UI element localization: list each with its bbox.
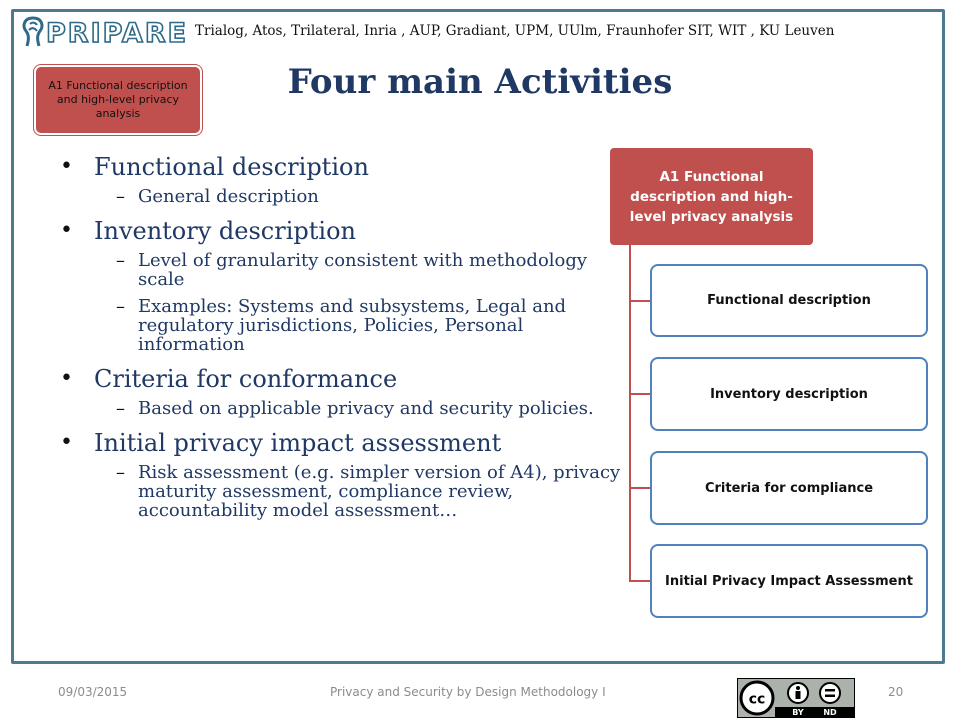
activity-badge: A1 Functional description and high-level… — [34, 65, 202, 135]
diagram-child-box: Inventory description — [650, 357, 928, 431]
sub-bullet-item: –Examples: Systems and subsystems, Legal… — [116, 296, 567, 355]
diagram-child-box: Criteria for compliance — [650, 451, 928, 525]
sub-bullet-item: –Based on applicable privacy and securit… — [116, 398, 594, 419]
sub-bullet-item: –Risk assessment (e.g. simpler version o… — [116, 462, 621, 521]
diagram-child-box: Functional description — [650, 264, 928, 337]
diagram-connector — [629, 300, 651, 302]
partners-list: Trialog, Atos, Trilateral, Inria , AUP, … — [195, 23, 835, 39]
logo-text: PRIPARE — [45, 17, 189, 50]
diagram-connector — [629, 487, 651, 489]
sub-bullet-text: Level of granularity consistent with met… — [138, 250, 588, 290]
diagram-connector — [629, 393, 651, 395]
svg-text:cc: cc — [749, 692, 766, 708]
sub-bullet-text: General description — [138, 186, 319, 207]
diagram-root-box: A1 Functional description and high-level… — [610, 148, 813, 245]
bullet-item: Criteria for conformance — [58, 364, 628, 394]
slide-title: Four main Activities — [287, 62, 673, 102]
sub-bullet-text: Examples: Systems and subsystems, Legal … — [138, 296, 567, 355]
sub-bullet-item: –Level of granularity consistent with me… — [116, 250, 588, 290]
diagram-connector — [629, 580, 651, 582]
footer-date: 09/03/2015 — [58, 685, 128, 699]
diagram-child-box: Initial Privacy Impact Assessment — [650, 544, 928, 618]
page-number: 20 — [888, 685, 904, 699]
license-nd-label: ND — [823, 708, 837, 717]
pripare-logo: PRIPARE — [20, 16, 188, 50]
pripare-logo-icon — [22, 16, 44, 47]
sub-bullet-text: Risk assessment (e.g. simpler version of… — [138, 462, 621, 521]
bullet-item: Inventory description — [58, 216, 628, 246]
sub-bullet-text: Based on applicable privacy and security… — [138, 398, 594, 419]
license-by-label: BY — [792, 708, 804, 717]
footer-title: Privacy and Security by Design Methodolo… — [330, 685, 606, 699]
bullet-item: Initial privacy impact assessment — [58, 428, 628, 458]
bullet-list: Functional description –General descript… — [58, 146, 628, 520]
bullet-item: Functional description — [58, 152, 628, 182]
slide-frame — [11, 9, 945, 664]
diagram-connector-vertical — [629, 245, 631, 581]
sub-bullet-item: –General description — [116, 186, 319, 207]
cc-license-icon: cc BY ND — [737, 678, 855, 718]
